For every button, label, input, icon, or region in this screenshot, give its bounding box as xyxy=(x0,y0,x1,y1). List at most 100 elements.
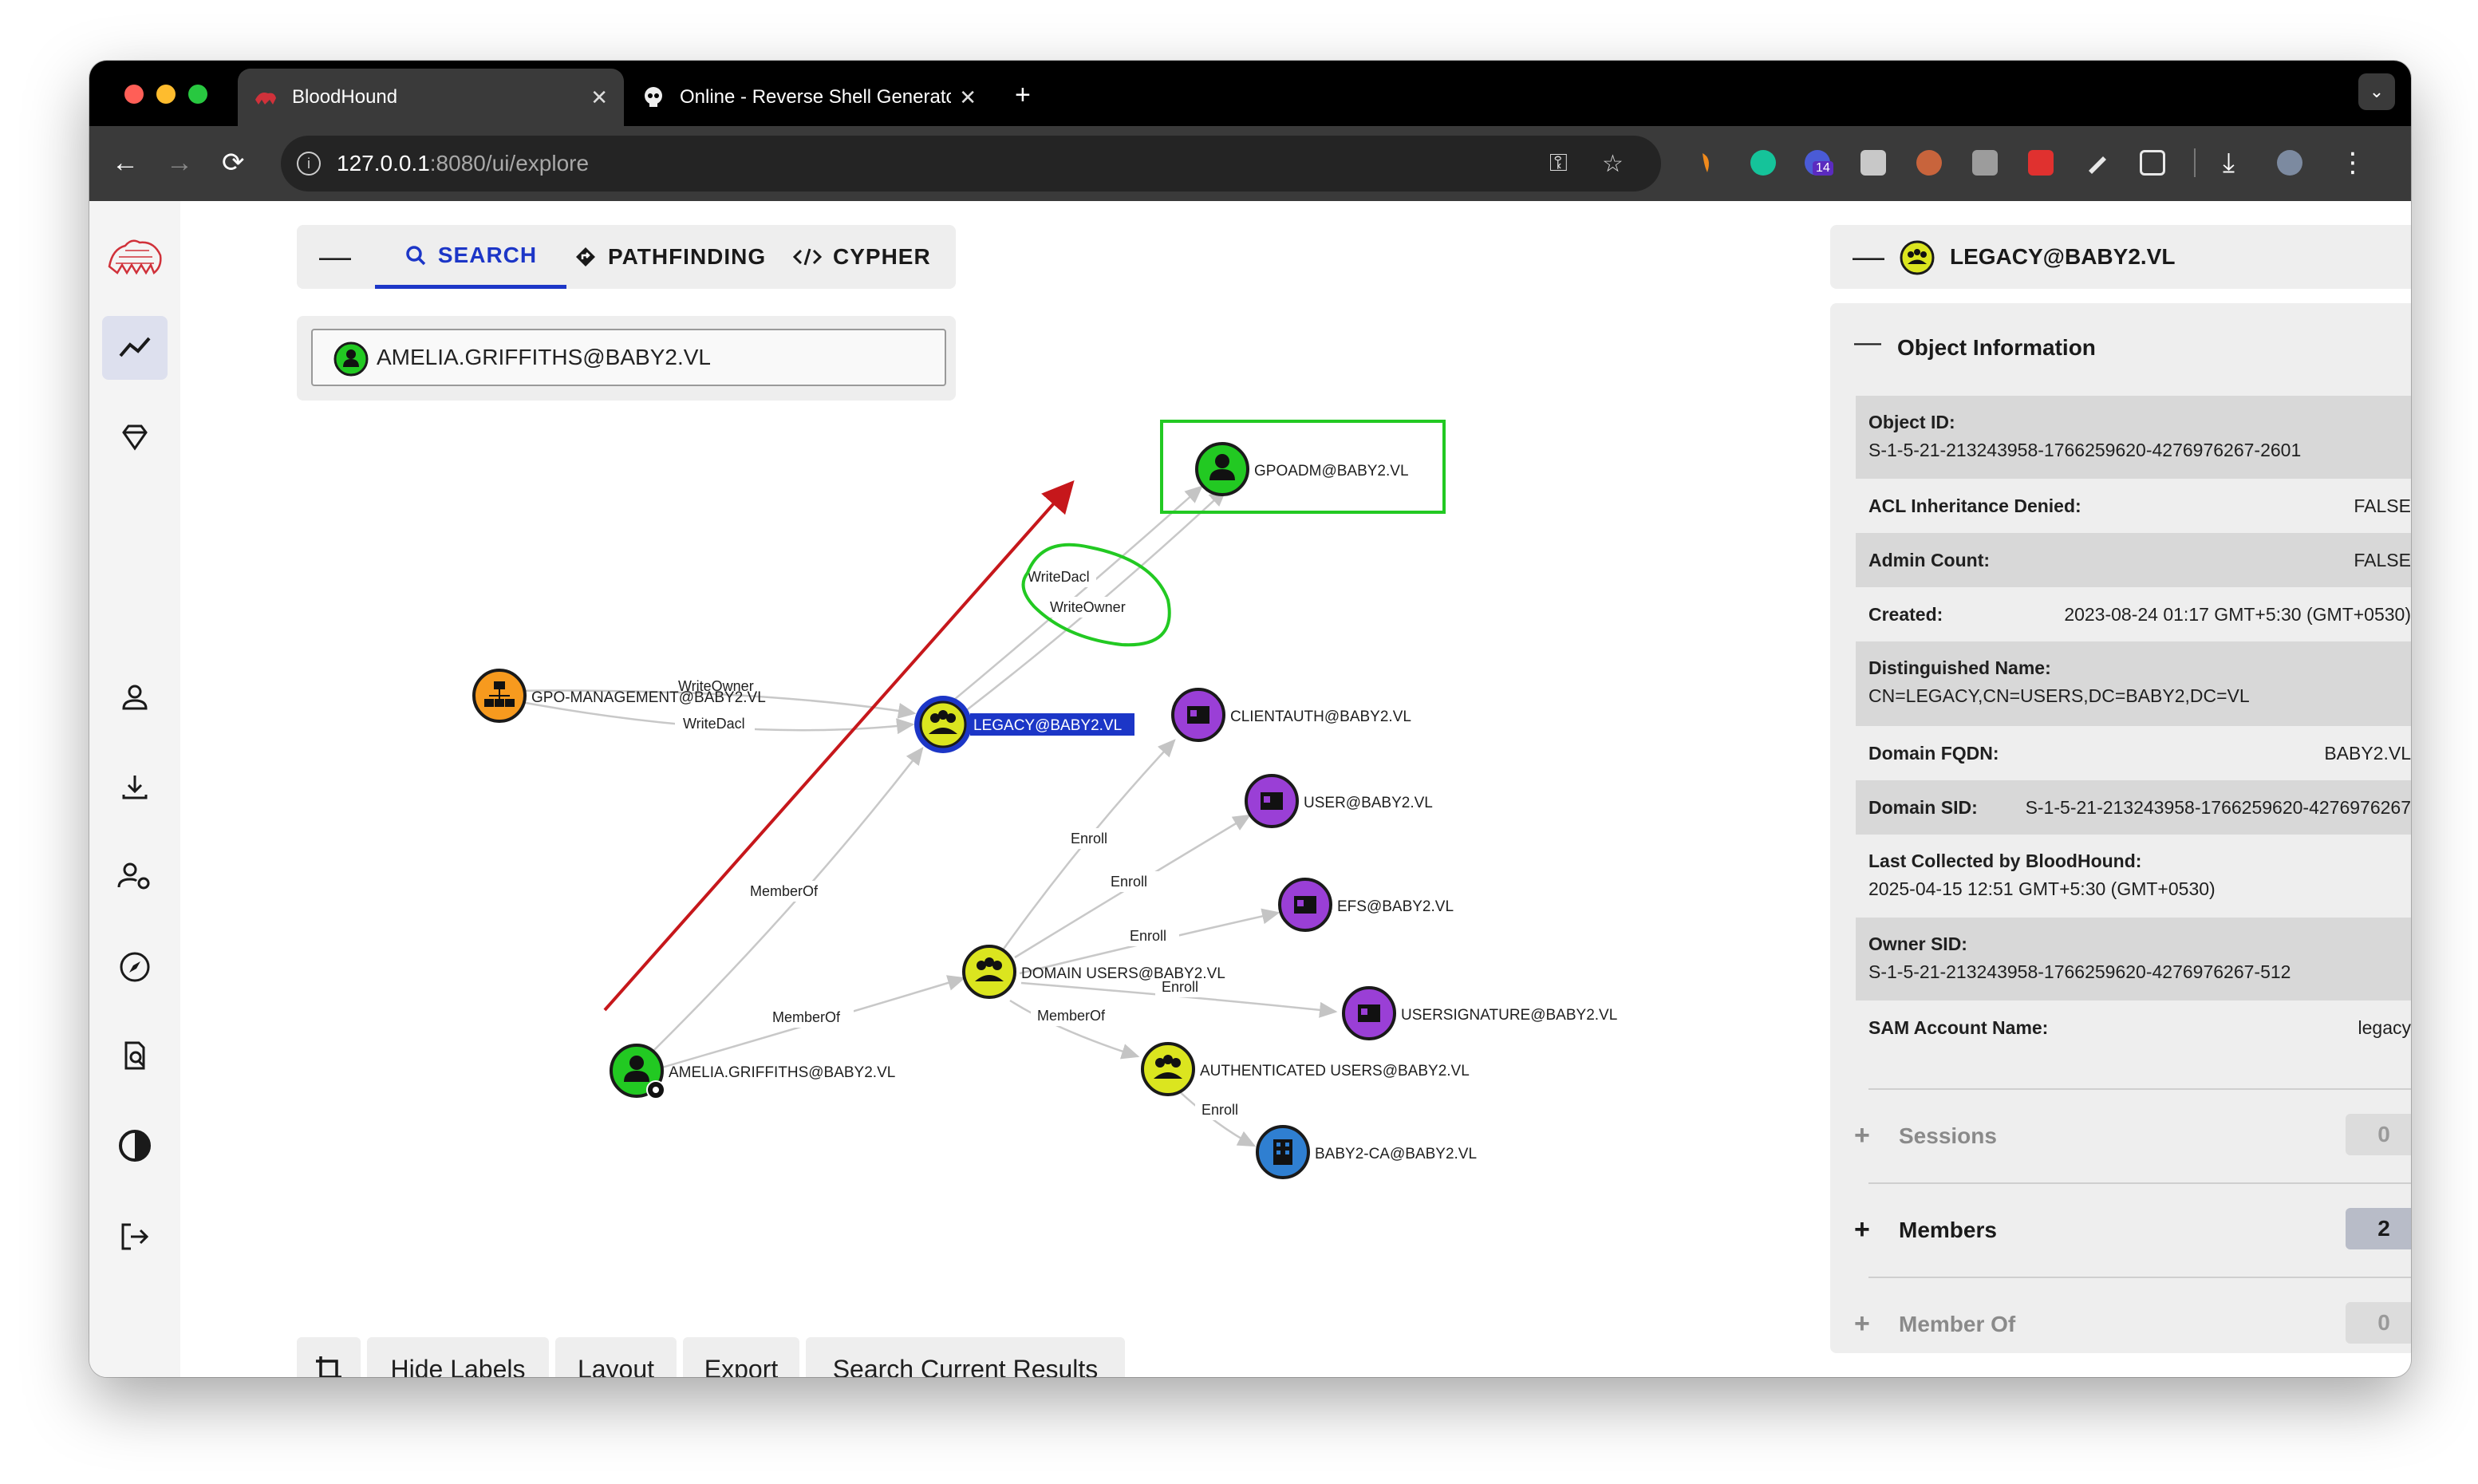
expand-plus-icon: + xyxy=(1854,1214,1870,1245)
tab-cypher[interactable]: CYPHER xyxy=(793,225,931,289)
node-label: USER@BABY2.VL xyxy=(1304,795,1433,811)
field-value: S-1-5-21-213243958-1766259620-4276976267… xyxy=(1868,961,2291,982)
node-gpo-management[interactable]: GPO-MANAGEMENT@BABY2.VL xyxy=(472,669,766,723)
back-arrow-icon[interactable]: ← xyxy=(112,148,139,178)
new-tab-button[interactable]: + xyxy=(1015,80,1031,110)
field-key: Domain SID: xyxy=(1868,797,1978,818)
field-key: Created: xyxy=(1868,604,1943,625)
node-baby2-ca[interactable]: BABY2-CA@BABY2.VL xyxy=(1256,1125,1477,1179)
search-input[interactable]: AMELIA.GRIFFITHS@BABY2.VL xyxy=(311,329,946,386)
forward-arrow-icon[interactable]: → xyxy=(166,148,193,178)
expand-plus-icon: + xyxy=(1854,1120,1870,1150)
collapse-panel-icon[interactable]: — xyxy=(319,239,351,274)
field-owner-sid: Owner SID: S-1-5-21-213243958-1766259620… xyxy=(1856,918,2411,1001)
field-value: S-1-5-21-213243958-1766259620-4276976267… xyxy=(1868,440,2302,460)
user-settings-icon[interactable] xyxy=(102,844,168,908)
node-amelia-griffiths[interactable]: AMELIA.GRIFFITHS@BABY2.VL xyxy=(610,1044,895,1099)
tab-pathfinding[interactable]: PATHFINDING xyxy=(574,225,766,289)
bloodhound-favicon-icon xyxy=(254,85,278,109)
address-bar[interactable]: i 127.0.0.1:8080/ui/explore ⚿ ☆ xyxy=(281,136,1661,191)
search-input-value: AMELIA.GRIFFITHS@BABY2.VL xyxy=(377,345,711,369)
tab-bloodhound[interactable]: BloodHound ✕ xyxy=(238,69,624,126)
user-icon[interactable] xyxy=(102,665,168,729)
search-panel: — SEARCH PATHFINDING CYPHER xyxy=(297,225,956,289)
layout-button[interactable]: Layout xyxy=(555,1337,677,1377)
node-legacy-selected[interactable]: LEGACY@BABY2.VL xyxy=(914,696,1134,753)
node-efs[interactable]: EFS@BABY2.VL xyxy=(1278,878,1454,932)
edge-label: MemberOf xyxy=(1037,1008,1106,1024)
bloodhound-logo-icon[interactable] xyxy=(102,225,168,289)
graph-canvas[interactable]: WriteDacl WriteOwner WriteOwner WriteDac… xyxy=(180,201,2411,1377)
collapse-section-icon[interactable]: — xyxy=(1854,327,1881,357)
entity-title: LEGACY@BABY2.VL xyxy=(1950,244,2176,269)
site-info-icon[interactable]: i xyxy=(297,152,321,176)
dark-mode-icon[interactable] xyxy=(102,1114,168,1178)
extension-grammarly-icon[interactable] xyxy=(1750,150,1776,176)
node-authenticated-users[interactable]: AUTHENTICATED USERS@BABY2.VL xyxy=(1141,1042,1470,1096)
entity-details-panel: — Object Information Object ID: S-1-5-21… xyxy=(1830,303,2411,1353)
download-icon[interactable]: ⤓ xyxy=(2223,148,2235,178)
extension-pen-icon[interactable] xyxy=(2084,150,2109,176)
search-current-results-button[interactable]: Search Current Results xyxy=(806,1337,1125,1377)
edge-label: Enroll xyxy=(1130,928,1166,944)
toolbar-divider xyxy=(2194,148,2196,177)
gem-icon[interactable] xyxy=(102,405,168,469)
tab-label: PATHFINDING xyxy=(608,244,767,269)
field-value: FALSE xyxy=(2354,495,2411,516)
graph-view[interactable]: WriteDacl WriteOwner WriteOwner WriteDac… xyxy=(180,201,2411,1377)
crop-button[interactable] xyxy=(297,1337,361,1377)
password-key-icon[interactable]: ⚿ xyxy=(1549,150,1568,176)
more-menu-icon[interactable]: ⋮ xyxy=(2339,148,2366,178)
field-value: FALSE xyxy=(2354,550,2411,570)
node-gpoadm[interactable]: GPOADM@BABY2.VL xyxy=(1195,442,1409,496)
profile-avatar[interactable] xyxy=(2277,150,2302,176)
group-node-icon xyxy=(1900,240,1935,275)
count-badge: 0 xyxy=(2346,1302,2411,1344)
tab-search-chevron-icon[interactable]: ⌄ xyxy=(2358,73,2395,110)
tab-reverse-shell[interactable]: Online - Reverse Shell Generator ✕ xyxy=(625,69,992,126)
section-member-of[interactable]: + Member Of 0 xyxy=(1854,1302,2411,1347)
section-sessions[interactable]: + Sessions 0 xyxy=(1854,1114,2411,1158)
search-icon xyxy=(406,245,426,265)
extension-code-icon[interactable] xyxy=(1972,150,1998,176)
close-tab-icon[interactable]: ✕ xyxy=(590,85,608,109)
edge-label: WriteOwner xyxy=(1050,599,1126,615)
node-domain-users[interactable]: DOMAIN USERS@BABY2.VL xyxy=(962,945,1225,999)
node-clientauth[interactable]: CLIENTAUTH@BABY2.VL xyxy=(1171,688,1411,742)
extension-arrow-icon[interactable] xyxy=(2028,150,2054,176)
field-sam-account-name: SAM Account Name: legacy xyxy=(1856,1001,2411,1055)
export-button[interactable]: Export xyxy=(683,1337,799,1377)
compass-icon[interactable] xyxy=(102,935,168,999)
node-label: USERSIGNATURE@BABY2.VL xyxy=(1401,1007,1617,1024)
document-search-icon[interactable] xyxy=(102,1024,168,1088)
node-label: GPOADM@BABY2.VL xyxy=(1254,463,1409,480)
close-window-button[interactable] xyxy=(124,85,144,104)
node-label: AUTHENTICATED USERS@BABY2.VL xyxy=(1200,1063,1470,1079)
extension-flame-icon[interactable] xyxy=(1695,150,1720,176)
extensions-puzzle-icon[interactable] xyxy=(2140,150,2165,176)
field-domain-fqdn: Domain FQDN: BABY2.VL xyxy=(1856,726,2411,780)
field-key: Domain FQDN: xyxy=(1868,743,1999,764)
extension-cookie-icon[interactable] xyxy=(1916,150,1942,176)
bookmark-star-icon[interactable]: ☆ xyxy=(1602,151,1624,177)
section-members[interactable]: + Members 2 xyxy=(1854,1208,2411,1253)
tab-search[interactable]: SEARCH xyxy=(375,225,566,289)
field-admin-count: Admin Count: FALSE xyxy=(1856,533,2411,587)
reload-icon[interactable]: ⟳ xyxy=(222,148,245,178)
hide-labels-button[interactable]: Hide Labels xyxy=(367,1337,549,1377)
node-user-template[interactable]: USER@BABY2.VL xyxy=(1245,774,1433,828)
node-usersignature[interactable]: USERSIGNATURE@BABY2.VL xyxy=(1342,986,1617,1040)
collapse-entity-icon[interactable]: — xyxy=(1853,239,1884,274)
extension-printer-icon[interactable] xyxy=(1860,150,1886,176)
edge-label: Enroll xyxy=(1111,874,1147,890)
maximize-window-button[interactable] xyxy=(188,85,207,104)
node-label: DOMAIN USERS@BABY2.VL xyxy=(1021,965,1225,982)
close-tab-icon[interactable]: ✕ xyxy=(959,85,977,109)
extension-badge-icon[interactable]: 14 xyxy=(1805,150,1833,176)
field-value: 2025-04-15 12:51 GMT+5:30 (GMT+0530) xyxy=(1868,878,2216,899)
download-data-icon[interactable] xyxy=(102,755,168,819)
edge-label: Enroll xyxy=(1071,831,1107,847)
minimize-window-button[interactable] xyxy=(156,85,176,104)
logout-icon[interactable] xyxy=(102,1205,168,1269)
explore-trend-icon[interactable] xyxy=(102,316,168,380)
